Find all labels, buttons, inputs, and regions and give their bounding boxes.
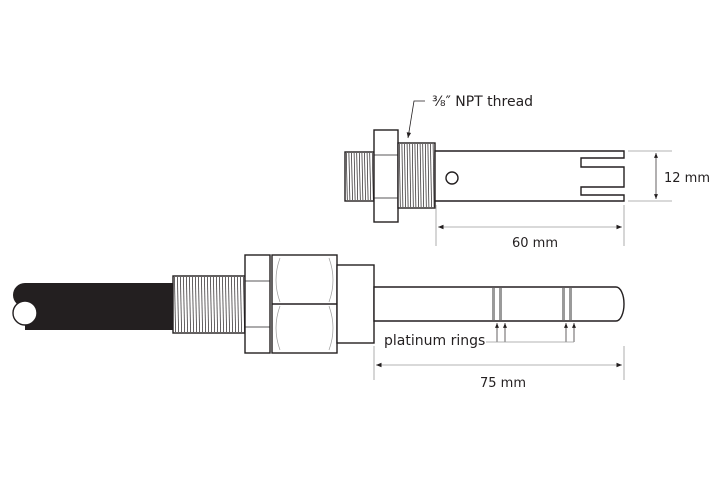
cable (13, 283, 175, 330)
thread-line (225, 276, 227, 333)
thread-line (414, 143, 417, 208)
thread-line (411, 143, 414, 208)
width-dimension: 12 mm (628, 150, 710, 202)
thread-label: ⅜″ NPT thread (432, 94, 533, 110)
length-60-label: 60 mm (512, 236, 558, 251)
thread-line (216, 276, 218, 333)
thread-line (237, 276, 239, 333)
thread-line (417, 143, 419, 208)
thread-line (186, 276, 188, 333)
thread-line (406, 143, 409, 208)
thread-line (345, 152, 348, 201)
tube-hole (445, 171, 459, 185)
thread-line (198, 276, 200, 333)
thread-line (419, 143, 422, 208)
thread-line (222, 276, 224, 333)
thread-line (404, 143, 406, 208)
rings-label: platinum rings (384, 333, 485, 349)
thread-line (432, 143, 435, 208)
left-thread-lines (345, 152, 374, 201)
thread-line (177, 276, 179, 333)
long-sensor: platinum rings (12, 254, 625, 354)
thread-line (361, 152, 364, 201)
thread-callout: ⅜″ NPT thread (406, 94, 533, 139)
thread-line (204, 276, 206, 333)
ring-arrows (486, 323, 576, 343)
thread-line (210, 276, 212, 333)
thread-line (195, 276, 197, 333)
thread-line (213, 276, 215, 333)
thread-line (358, 152, 361, 201)
thread-line (356, 152, 359, 201)
thread-line (183, 276, 185, 333)
thread-line (207, 276, 209, 333)
thread-line (240, 276, 242, 333)
cable-end (12, 300, 38, 326)
thread-line (231, 276, 233, 333)
thread-line (174, 276, 176, 333)
right-thread (397, 142, 436, 209)
length-75-label: 75 mm (480, 376, 526, 391)
platinum-rings (492, 288, 572, 320)
thread-line (409, 143, 412, 208)
right-thread-lines (398, 143, 435, 208)
thread-line (422, 143, 425, 208)
thread-line (192, 276, 194, 333)
thread-line (351, 152, 353, 201)
thread-line (353, 152, 356, 201)
sensor-tube (434, 150, 625, 202)
thread-line (366, 152, 369, 201)
thread-line (228, 276, 230, 333)
thread-line (424, 143, 427, 208)
thread-line (427, 143, 430, 208)
thread-line (430, 143, 432, 208)
short-sensor (344, 129, 625, 223)
thread-line (189, 276, 191, 333)
thread-line (348, 152, 351, 201)
length-75-dimension: 75 mm (373, 346, 625, 391)
thread-line (371, 152, 374, 201)
length-60-dimension: 60 mm (435, 205, 625, 251)
thread-line (401, 143, 404, 208)
thread-line (219, 276, 221, 333)
npt-thread-lines (174, 276, 245, 333)
thread-line (369, 152, 372, 201)
thread-line (201, 276, 203, 333)
small-hex-nut (244, 254, 271, 354)
sleeve (336, 264, 375, 344)
thread-line (180, 276, 182, 333)
thread-line (234, 276, 236, 333)
thread-line (364, 152, 366, 201)
hex-nut (373, 129, 399, 223)
width-label: 12 mm (664, 171, 710, 186)
thread-line (398, 143, 401, 208)
